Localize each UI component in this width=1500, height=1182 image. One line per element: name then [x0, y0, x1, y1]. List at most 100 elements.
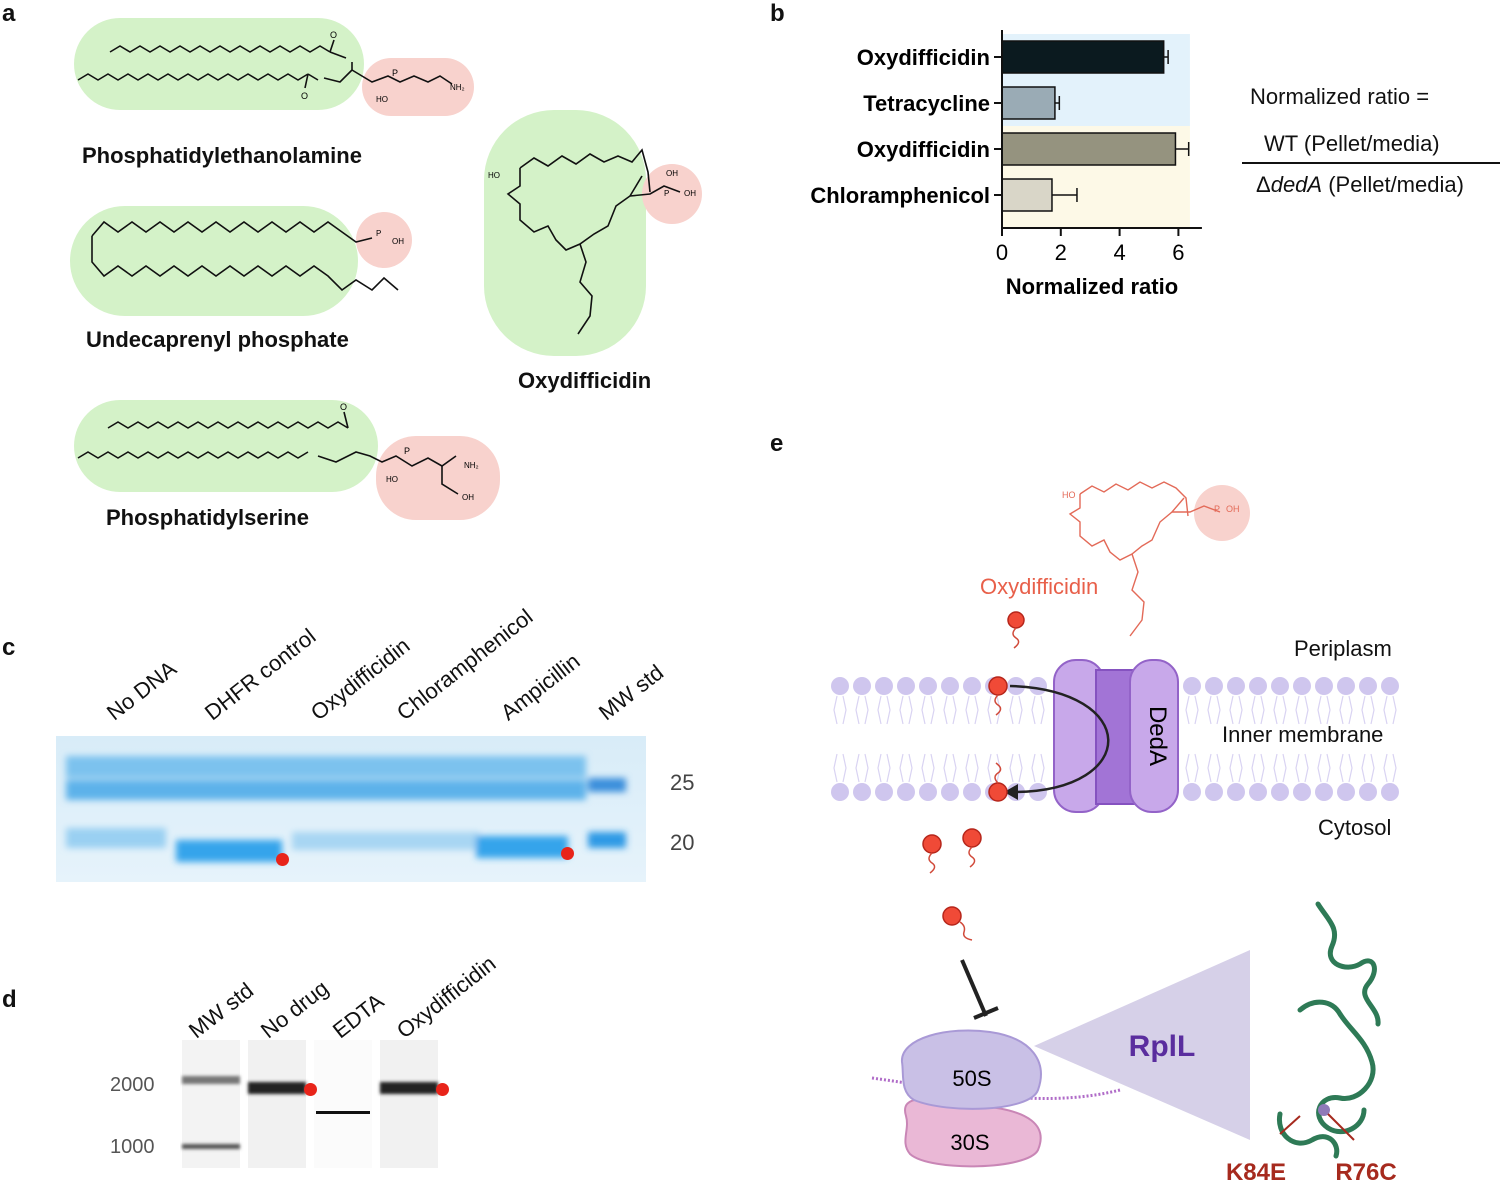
category-label: Tetracycline: [863, 91, 990, 116]
gel-d-image: [182, 1040, 438, 1168]
molecule-name-pe: Phosphatidylethanolamine: [82, 143, 362, 168]
lipid-head: [963, 677, 981, 695]
x-axis-label: Normalized ratio: [1006, 274, 1178, 299]
lipid-tail: [943, 753, 957, 783]
lipid-head: [1337, 783, 1355, 801]
gel-c-marker-dot: [276, 853, 289, 866]
category-label: Chloramphenicol: [810, 183, 990, 208]
lipid-tail: [899, 695, 913, 725]
formula-denominator: ΔdedA (Pellet/media): [1256, 172, 1464, 198]
lipid-head: [941, 783, 959, 801]
lipid-tail: [833, 695, 847, 725]
e-oxydifficidin-label: Oxydifficidin: [980, 574, 1098, 599]
lipid-tail: [1361, 753, 1375, 783]
lipid-tail: [987, 753, 1001, 783]
lipid-head: [1029, 783, 1047, 801]
lipid-tail: [1229, 753, 1243, 783]
lipid-tail: [1251, 753, 1265, 783]
lipid-tail: [899, 753, 913, 783]
lipid-head: [1249, 783, 1267, 801]
ps-nh2: NH₂: [464, 461, 479, 470]
bar: [1001, 178, 1053, 212]
lipid-tail: [1295, 753, 1309, 783]
oxy-oh1: OH: [666, 169, 678, 178]
ps-ho: HO: [386, 475, 398, 484]
lipid-tail-highlight: [74, 18, 364, 110]
gel-c-lane-label: MW std: [593, 659, 669, 726]
lipid-tail: [1317, 695, 1331, 725]
gel-c-mw-25: 25: [670, 770, 695, 795]
ps-phos-p: P: [404, 446, 410, 456]
lipid-tail: [855, 753, 869, 783]
bar-chart: OxydifficidinTetracyclineOxydifficidinCh…: [810, 30, 1202, 299]
lipid-tail: [1339, 695, 1353, 725]
category-label: Oxydifficidin: [857, 137, 990, 162]
oxy-p: P: [664, 189, 669, 198]
svg-text:OH: OH: [1226, 504, 1240, 514]
lipid-tail: [965, 695, 979, 725]
lipid-tail: [1207, 695, 1221, 725]
pe-nh2: NH₂: [450, 83, 465, 92]
panel-label-d: d: [2, 986, 17, 1013]
undecaprenyl-p: P: [376, 229, 381, 238]
lipid-tail: [1383, 695, 1397, 725]
lipid-head: [1381, 783, 1399, 801]
gel-c-lane-label: No DNA: [101, 655, 181, 726]
formula-title: Normalized ratio =: [1250, 84, 1430, 109]
lipid-head: [1183, 677, 1201, 695]
ps-oh: OH: [462, 493, 474, 502]
lipid-head: [1205, 783, 1223, 801]
lipid-tail: [1273, 695, 1287, 725]
lipid-tail: [1317, 753, 1331, 783]
pe-carbonyl-o2: O: [301, 91, 308, 101]
formula-numerator: WT (Pellet/media): [1264, 131, 1440, 156]
mutation-k84e: K84E: [1226, 1159, 1286, 1182]
lipid-tail: [1009, 753, 1023, 783]
lipid-tail: [1361, 695, 1375, 725]
periplasm-label: Periplasm: [1294, 636, 1392, 661]
ribosome-30s-label: 30S: [950, 1130, 989, 1155]
error-bar: [1054, 96, 1061, 110]
gel-d-mw-2000: 2000: [110, 1074, 155, 1096]
x-tick-label: 6: [1172, 240, 1184, 265]
rplL-label: RplL: [1129, 1030, 1196, 1063]
dedA-label: DedA: [1144, 706, 1171, 766]
lipid-head: [1359, 783, 1377, 801]
lipid-head: [853, 677, 871, 695]
lipid-tail: [921, 753, 935, 783]
lipid-tail: [877, 753, 891, 783]
error-bar: [1163, 50, 1169, 64]
lipid-head: [1315, 677, 1333, 695]
lipid-tail: [1339, 753, 1353, 783]
gel-d-lane-label: Oxydifficidin: [391, 950, 501, 1044]
lipid-head: [1293, 783, 1311, 801]
oxy-ho: HO: [488, 171, 500, 180]
lipid-tail: [943, 695, 957, 725]
gel-d-mw-1000: 1000: [110, 1136, 155, 1158]
lipid-tail: [921, 695, 935, 725]
lipid-head: [919, 783, 937, 801]
ps-carbonyl-o: O: [340, 402, 347, 412]
formula-denominator-rest: (Pellet/media): [1322, 172, 1464, 197]
headgroup-highlight: [362, 58, 474, 116]
lipid-head: [853, 783, 871, 801]
lipid-head: [963, 783, 981, 801]
lipid-tail: [1229, 695, 1243, 725]
cytosol-label: Cytosol: [1318, 815, 1392, 840]
gel-d-marker-dot: [304, 1083, 317, 1096]
lipid-tail: [1009, 695, 1023, 725]
formula-delta: Δ: [1256, 172, 1271, 197]
lipid-head: [1337, 677, 1355, 695]
lipid-head: [875, 677, 893, 695]
lipid-tail: [987, 695, 1001, 725]
gel-c-image: [56, 736, 646, 882]
lipid-head: [1227, 783, 1245, 801]
lipid-head: [1029, 677, 1047, 695]
lipid-head: [831, 677, 849, 695]
gel-d-lane-label: MW std: [183, 977, 259, 1044]
pe-phos-p: P: [392, 68, 398, 78]
lipid-head: [897, 783, 915, 801]
bars-layer: OxydifficidinTetracyclineOxydifficidinCh…: [810, 40, 1190, 212]
lipid-head: [1249, 677, 1267, 695]
